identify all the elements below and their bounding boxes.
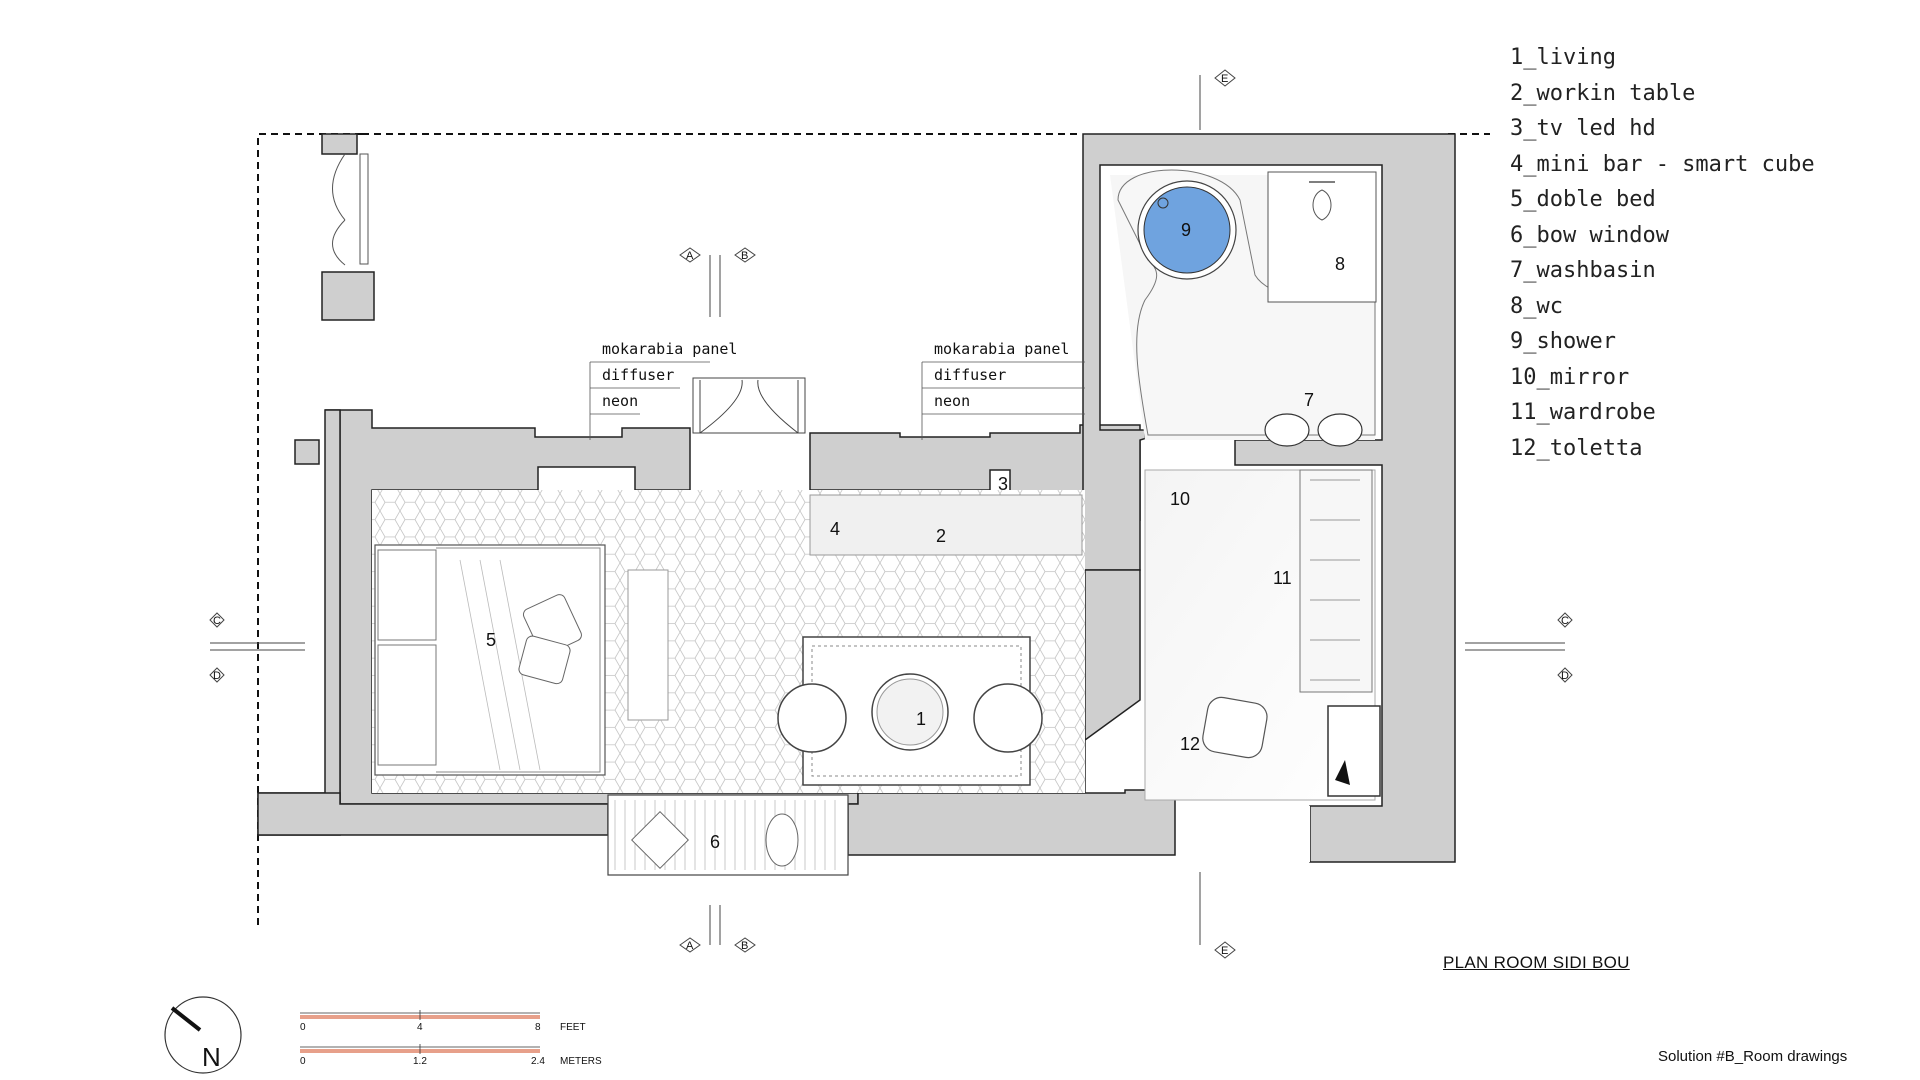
room-number-2: 2 — [936, 526, 946, 546]
legend-item-12: 12_toletta — [1510, 435, 1643, 461]
scale-meter-tick-1: 1.2 — [413, 1056, 427, 1067]
legend-item-1: 1_living — [1510, 45, 1616, 70]
room-number-11: 11 — [1273, 568, 1292, 588]
toletta-stool — [1202, 696, 1268, 759]
walls — [257, 133, 1456, 863]
room-number-12: 12 — [1180, 734, 1200, 754]
section-b-bottom: B — [741, 940, 748, 952]
room-number-3: 3 — [998, 474, 1008, 494]
section-d-right: D — [1561, 670, 1569, 682]
scale-feet-label: FEET — [560, 1022, 586, 1033]
room-number-1: 1 — [916, 709, 926, 729]
scale-meter-tick-2: 2.4 — [531, 1056, 545, 1067]
annotation-right-2: neon — [934, 392, 970, 410]
plan-title: PLAN ROOM SIDI BOU — [1443, 953, 1630, 972]
section-e-top: E — [1221, 73, 1228, 85]
scale-feet-tick-0: 0 — [300, 1022, 306, 1033]
section-c-right: C — [1561, 615, 1569, 627]
shower — [1137, 180, 1237, 280]
bow-window — [607, 794, 849, 876]
annotation-right-1: diffuser — [934, 366, 1006, 384]
north-letter: N — [202, 1042, 221, 1072]
section-c-left: C — [213, 615, 221, 627]
legend-item-11: 11_wardrobe — [1510, 400, 1656, 425]
legend-item-6: 6_bow window — [1510, 222, 1669, 248]
french-door — [692, 377, 806, 434]
scale-meter-tick-0: 0 — [300, 1056, 306, 1067]
living-rug — [777, 636, 1043, 786]
annotation-left-1: diffuser — [602, 366, 674, 384]
annotation-group-right: mokarabia panel diffuser neon — [921, 340, 1085, 440]
north-arrow: N — [164, 996, 242, 1074]
section-d-left: D — [213, 670, 221, 682]
wc — [1267, 171, 1377, 303]
section-markers — [209, 69, 1573, 959]
room-number-4: 4 — [830, 519, 840, 539]
section-b-top: B — [741, 250, 748, 262]
legend-item-3: 3_tv led hd — [1510, 116, 1656, 141]
room-numbers: 1 2 3 4 5 6 7 8 9 10 11 12 — [486, 220, 1345, 852]
room-number-5: 5 — [486, 630, 496, 650]
room-number-7: 7 — [1304, 390, 1314, 410]
room-number-9: 9 — [1181, 220, 1191, 240]
footer-caption: Solution #B_Room drawings — [1658, 1048, 1848, 1065]
legend-item-9: 9_shower — [1510, 329, 1616, 354]
scale-meter-label: METERS — [560, 1056, 602, 1067]
section-a-top: A — [686, 250, 694, 262]
annotation-right-0: mokarabia panel — [934, 340, 1069, 358]
annotation-group-left: mokarabia panel diffuser neon — [589, 340, 737, 440]
legend-item-5: 5_doble bed — [1510, 187, 1656, 212]
room-number-6: 6 — [710, 832, 720, 852]
annotation-left-0: mokarabia panel — [602, 340, 737, 358]
annotation-left-2: neon — [602, 392, 638, 410]
wardrobe — [1299, 469, 1381, 797]
scale-feet-tick-1: 4 — [417, 1022, 423, 1033]
scale-bars: 0 4 8 FEET 0 1.2 2.4 METERS — [300, 1010, 602, 1067]
section-a-bottom: A — [686, 940, 694, 952]
room-number-10: 10 — [1170, 489, 1190, 509]
section-marker-labels: A B A B C D C D E E — [213, 73, 1569, 957]
section-e-bottom: E — [1221, 945, 1228, 957]
scale-feet-tick-2: 8 — [535, 1022, 541, 1033]
bed — [374, 544, 606, 776]
side-bench — [627, 569, 669, 721]
legend: 1_living 2_workin table 3_tv led hd 4_mi… — [1510, 40, 1815, 466]
legend-item-2: 2_workin table — [1510, 80, 1696, 106]
left-door — [332, 153, 369, 266]
legend-item-8: 8_wc — [1510, 293, 1563, 319]
legend-item-7: 7_washbasin — [1510, 258, 1656, 283]
legend-item-4: 4_mini bar - smart cube — [1510, 151, 1815, 177]
room-number-8: 8 — [1335, 254, 1345, 274]
washbasins — [1264, 413, 1363, 447]
legend-item-10: 10_mirror — [1510, 364, 1630, 390]
